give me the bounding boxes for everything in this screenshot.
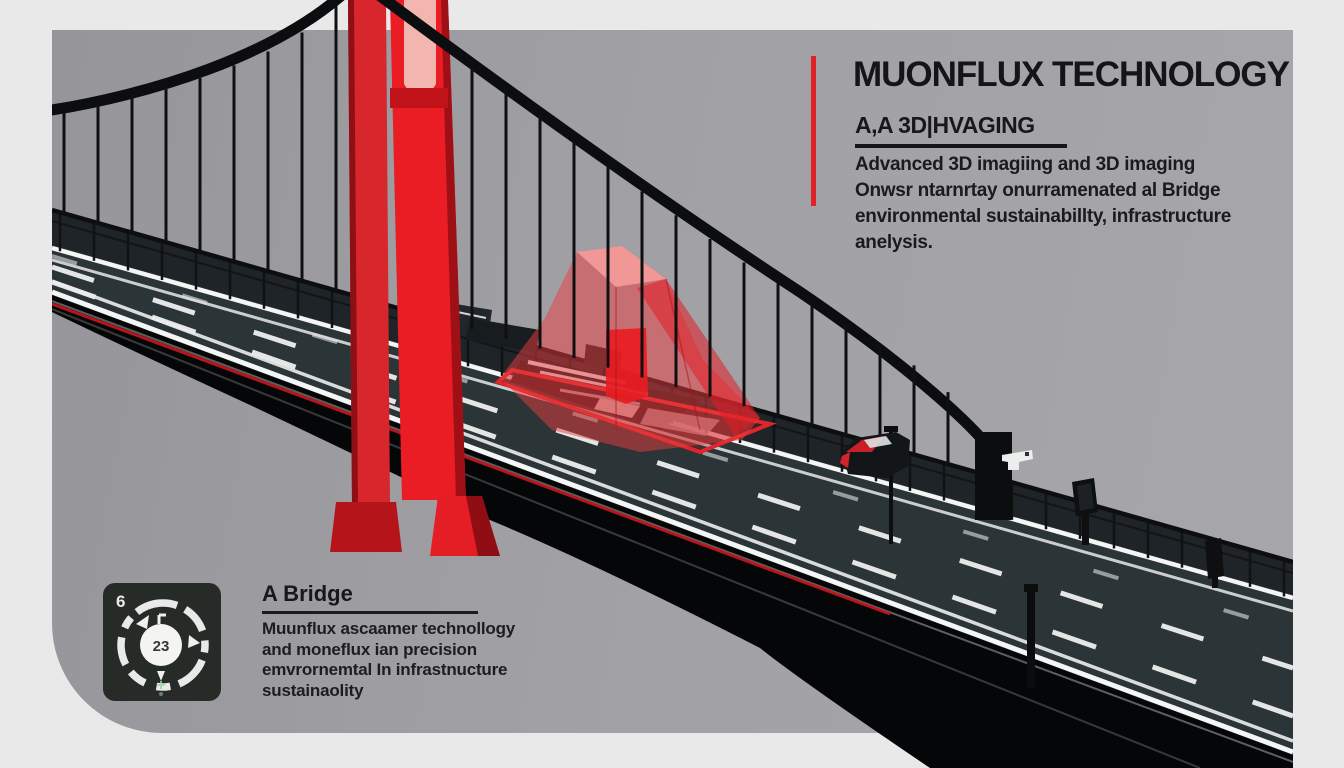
truss-line xyxy=(52,300,1293,763)
lamp-post xyxy=(1205,538,1224,588)
bridge-illustration xyxy=(52,0,1293,768)
suspender-cables xyxy=(62,4,950,465)
bridge-tower xyxy=(330,0,500,556)
traffic-camera-icon xyxy=(1002,450,1033,470)
deck-red-stripe xyxy=(52,302,891,616)
main-cable-left-span xyxy=(52,0,345,116)
muon-scan-cone xyxy=(500,246,760,452)
road-edge-line xyxy=(52,279,1293,743)
lane-dashes xyxy=(52,264,1293,671)
lamp-post xyxy=(1072,478,1098,545)
lamp-post xyxy=(1024,584,1038,688)
main-cable-right-span xyxy=(376,0,994,452)
tower-pedestal xyxy=(330,502,402,552)
cable-anchor-block xyxy=(975,432,1012,520)
car-on-deck xyxy=(840,426,910,544)
road-edge-line xyxy=(52,289,1293,755)
lane-dashes xyxy=(52,279,1293,719)
truss-line xyxy=(52,308,1201,768)
